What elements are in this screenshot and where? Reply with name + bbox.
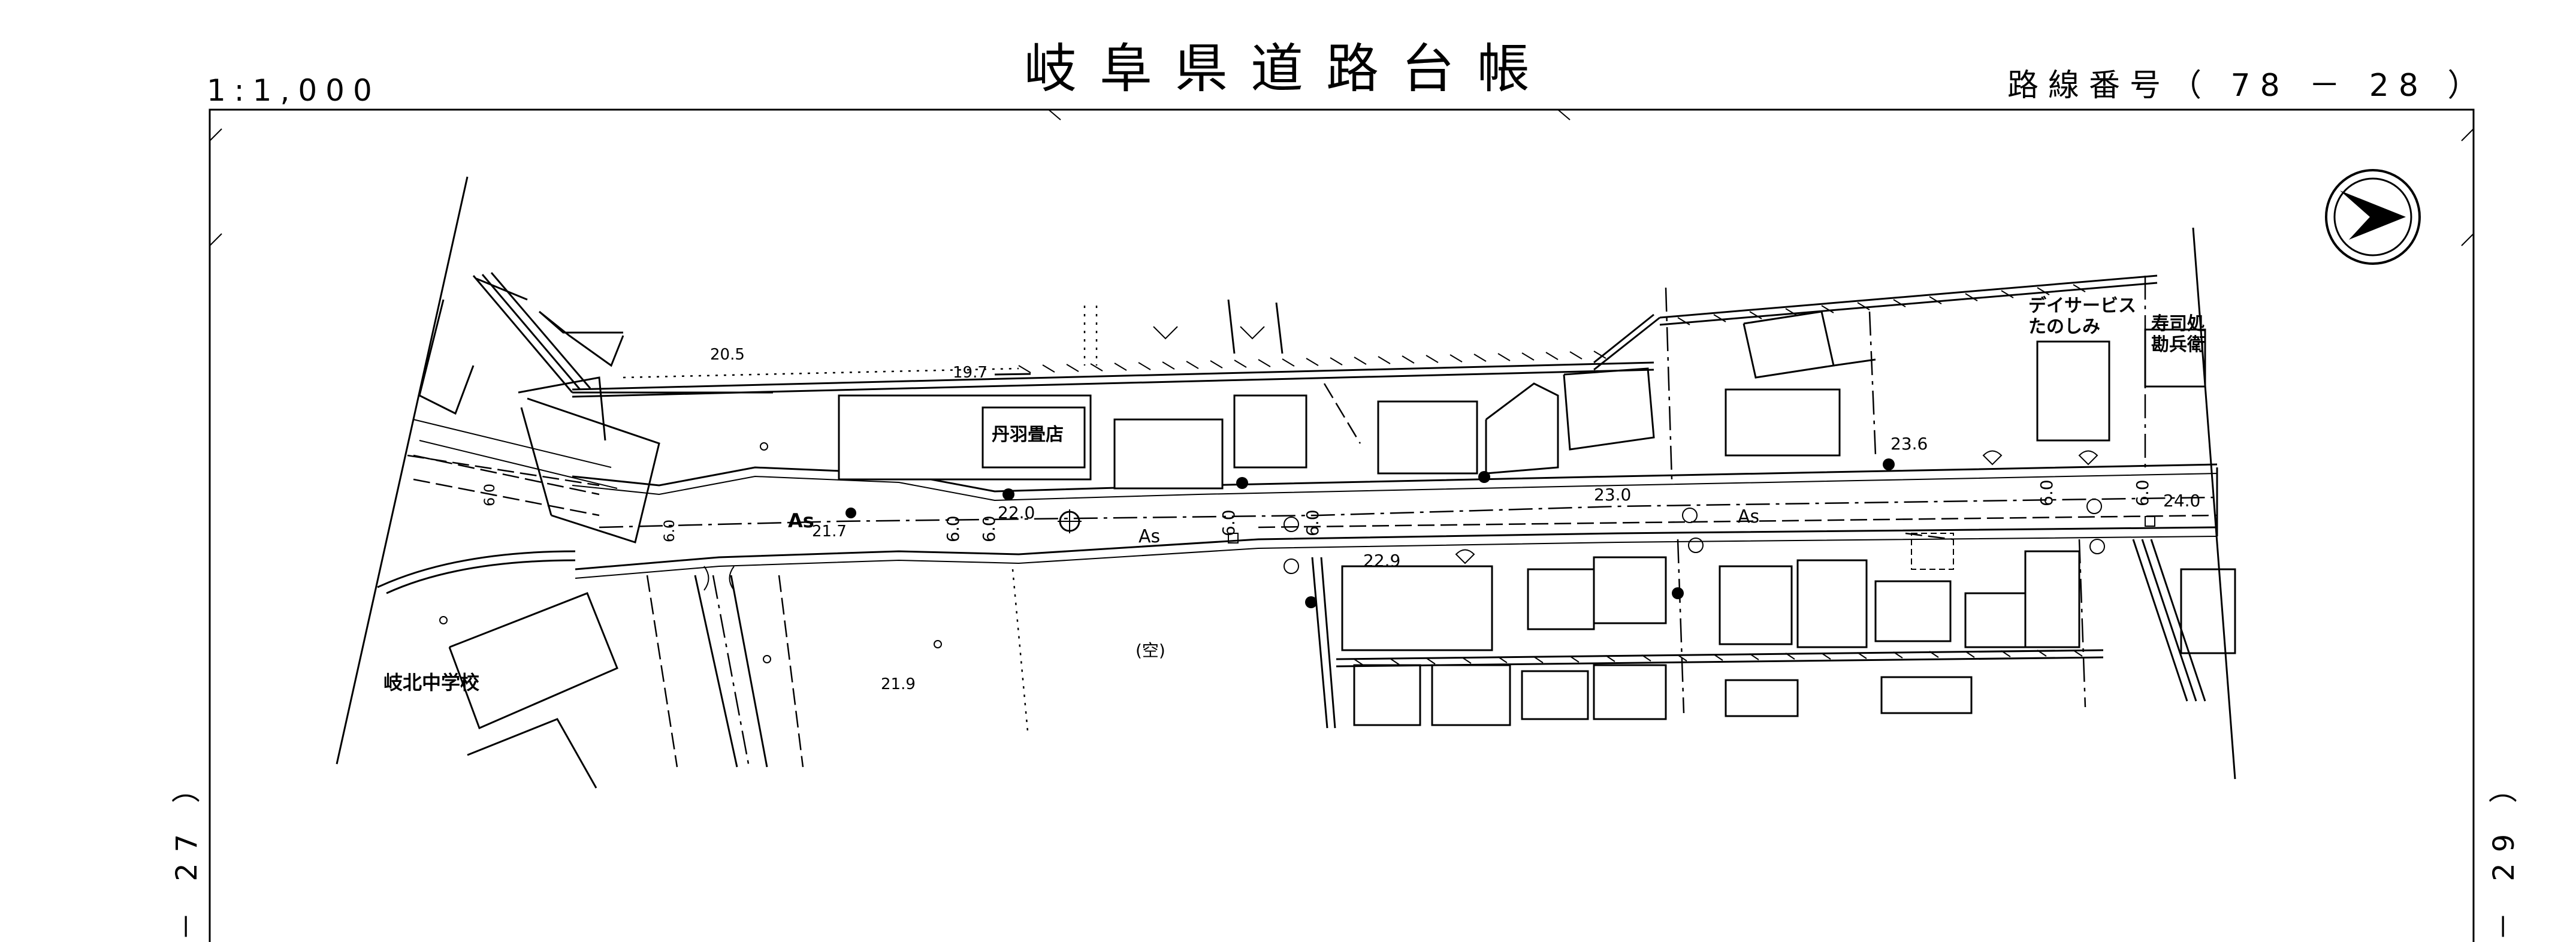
north-road-edge [572, 274, 2158, 398]
field-marks [1083, 299, 1284, 366]
adjacent-sheet-right: － 29 ） [2487, 763, 2521, 941]
elevation-21-7: 21.7 [812, 523, 847, 541]
left-area: 岐北中学校 [336, 176, 660, 789]
label-surface-as-2: As [1138, 526, 1160, 547]
label-sushi-1: 寿司処 [2151, 313, 2205, 334]
elevation-23-0: 23.0 [1594, 485, 1631, 505]
scale-label: 1:1,000 [207, 73, 380, 108]
map-frame [209, 108, 2475, 942]
label-width-1: 6.0 [943, 515, 963, 542]
elevation-20-5: 20.5 [710, 346, 745, 364]
label-surface-as-1: As [788, 509, 814, 532]
label-width-8: 6.0 [661, 520, 678, 542]
label-width-6: 6.0 [2133, 479, 2152, 506]
label-day-service-2: たのしみ [2028, 316, 2100, 337]
label-width-2: 6.0 [979, 515, 999, 542]
buildings-south: (空) [1136, 532, 2236, 729]
road-annotations: As As As 6.0 6.0 6.0 6.0 6.0 6.0 6.0 6.0 [481, 479, 2152, 547]
adjacent-sheet-left: － 27 ） [170, 763, 204, 941]
elevation-19-7: 19.7 [953, 364, 987, 382]
side-road-south [646, 566, 1029, 768]
label-width-4: 6.0 [1303, 509, 1322, 536]
label-sushi-2: 勘兵衛 [2151, 334, 2205, 355]
label-tanba-tatami: 丹羽畳店 [992, 424, 1064, 445]
label-day-service-1: デイサービス [2028, 295, 2136, 316]
retaining-wall-left [472, 272, 773, 394]
sheet-title: 岐阜県道路台帳 [1024, 38, 1553, 99]
elevations: 20.5 19.7 21.7 22.0 21.9 22.9 23.0 23.6 … [710, 346, 2200, 693]
label-width-7: 6.0 [481, 484, 498, 506]
elevation-22-9: 22.9 [1363, 551, 1400, 570]
roadside-markers [1228, 450, 2155, 574]
label-gihoku-school: 岐北中学校 [383, 671, 479, 694]
label-surface-as-3: As [1738, 506, 1759, 527]
main-road [407, 454, 2218, 579]
elevation-21-9: 21.9 [881, 675, 916, 693]
elevation-24-0: 24.0 [2163, 491, 2200, 511]
label-width-5: 6.0 [2037, 479, 2056, 506]
survey-points [760, 442, 1895, 663]
elevation-22-0: 22.0 [998, 503, 1035, 523]
label-width-3: 6.0 [1219, 509, 1239, 536]
north-arrow-icon [2325, 169, 2421, 265]
elevation-23-6: 23.6 [1891, 434, 1928, 454]
buildings-north: 丹羽畳店 デイサービス たのしみ 寿司処 勘兵衛 [838, 276, 2206, 490]
route-number: 路線番号（ 78 － 28 ） [2007, 68, 2488, 104]
label-vacant: (空) [1136, 641, 1165, 660]
